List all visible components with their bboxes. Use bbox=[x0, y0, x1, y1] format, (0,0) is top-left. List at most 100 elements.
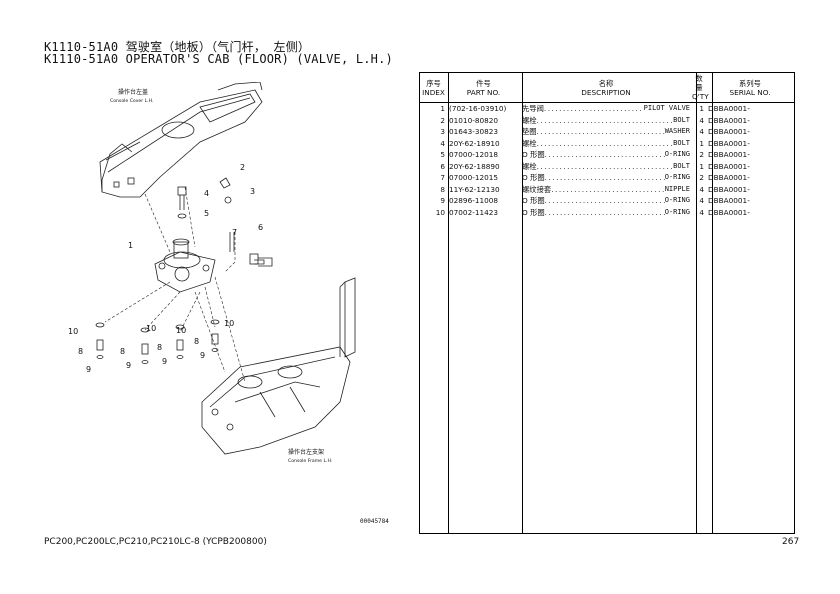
description-zh: O 形圈 bbox=[522, 196, 545, 205]
svg-text:1: 1 bbox=[128, 241, 133, 250]
cell-part-number: 20Y-62-18890 bbox=[449, 161, 500, 171]
cell-serial: DBBA0001- bbox=[708, 173, 750, 182]
svg-text:2: 2 bbox=[240, 163, 245, 172]
cell-part-number: 11Y-62-12130 bbox=[449, 184, 500, 194]
leader-dots: ........................................… bbox=[544, 207, 665, 217]
header-desc-en: DESCRIPTION bbox=[581, 87, 631, 97]
svg-text:8: 8 bbox=[194, 337, 199, 346]
cell-description: O 形圈....................................… bbox=[520, 207, 692, 219]
svg-text:7: 7 bbox=[232, 228, 237, 237]
table-row: 1(702-16-03910)先导阀......................… bbox=[420, 103, 794, 115]
leader-dots: ........................................… bbox=[536, 115, 674, 125]
leader-dots: ........................................… bbox=[544, 150, 665, 159]
table-row: 6 20Y-62-18890 螺栓.........................… bbox=[420, 161, 794, 173]
description-zh: 螺栓 bbox=[522, 115, 537, 125]
description-zh: 螺栓 bbox=[522, 161, 537, 171]
description-en: O-RING bbox=[664, 173, 690, 181]
svg-text:4: 4 bbox=[204, 189, 209, 198]
description-zh: O 形圈 bbox=[522, 150, 545, 159]
svg-text:Console Frame L.H.: Console Frame L.H. bbox=[288, 458, 332, 464]
cell-quantity: 1 bbox=[699, 138, 704, 148]
cell-description: O 形圈....................................… bbox=[520, 149, 692, 161]
svg-text:3: 3 bbox=[250, 187, 255, 196]
cell-description: O 形圈....................................… bbox=[520, 172, 692, 184]
page-title-chinese: K1110-51A0 驾驶室（地板）（气门杆， 左侧） bbox=[44, 40, 311, 54]
description-en: O-RING bbox=[664, 207, 690, 216]
svg-text:10: 10 bbox=[224, 319, 234, 328]
cell-part-number: 07000-12015 bbox=[449, 173, 499, 182]
table-row: 3 01643-30823 垫圈..........................… bbox=[420, 126, 794, 138]
description-en: NIPPLE bbox=[664, 184, 690, 193]
cell-description: 螺栓......................................… bbox=[520, 138, 692, 150]
cell-index: 8 bbox=[440, 184, 445, 194]
cell-serial: DBBA0001- bbox=[708, 196, 750, 205]
leader-dots: ........................................… bbox=[544, 196, 665, 205]
table-row: 5 07000-12018 O 形圈........................… bbox=[420, 149, 794, 161]
description-zh: 螺栓 bbox=[522, 138, 537, 148]
header-part-en: PART NO. bbox=[466, 87, 501, 97]
leader-dots: ........................................… bbox=[544, 173, 665, 182]
header-serial-en: SERIAL NO. bbox=[729, 87, 771, 97]
cell-serial: DBBA0001- bbox=[708, 184, 750, 194]
cell-index: 2 bbox=[440, 115, 445, 125]
cell-quantity: 2 bbox=[699, 150, 704, 159]
cell-part-number: 01010-80820 bbox=[449, 115, 499, 125]
cell-description: 垫圈......................................… bbox=[520, 126, 692, 138]
cell-part-number: 01643-30823 bbox=[449, 127, 499, 136]
leader-dots: ........................................… bbox=[543, 104, 644, 113]
pilot-valve-drawing bbox=[154, 238, 216, 293]
cell-index: 5 bbox=[440, 150, 445, 159]
cell-description: 螺栓......................................… bbox=[520, 115, 692, 127]
svg-text:10: 10 bbox=[146, 324, 156, 333]
svg-text:5: 5 bbox=[204, 209, 209, 218]
svg-text:9: 9 bbox=[200, 351, 205, 360]
cell-serial: DBBA0001- bbox=[708, 150, 750, 159]
svg-text:9: 9 bbox=[162, 357, 167, 366]
bolts-drawing bbox=[177, 177, 273, 267]
cell-part-number: 20Y-62-18910 bbox=[449, 138, 500, 148]
leader-dots: ........................................… bbox=[551, 184, 665, 194]
leader-dots: ........................................… bbox=[536, 161, 674, 171]
cell-description: 螺栓......................................… bbox=[520, 161, 692, 173]
cell-quantity: 1 bbox=[699, 161, 704, 171]
cell-quantity: 2 bbox=[699, 173, 704, 182]
cell-index: 3 bbox=[440, 127, 445, 136]
cell-index: 7 bbox=[440, 173, 445, 182]
page-title-english: K1110-51A0 OPERATOR'S CAB (FLOOR) (VALVE… bbox=[44, 52, 393, 66]
description-zh: 先导阀 bbox=[522, 104, 544, 113]
exploded-parts-diagram: 1 2 3 4 5 6 7 8 8 8 8 9 9 9 9 10 10 10 1… bbox=[68, 82, 356, 464]
cell-index: 1 bbox=[440, 104, 445, 113]
cell-quantity: 1 bbox=[699, 104, 704, 113]
header-part-zh: 件号 bbox=[476, 78, 491, 88]
description-zh: 垫圈 bbox=[522, 127, 537, 136]
svg-text:8: 8 bbox=[120, 347, 125, 356]
svg-text:Console Cover L.H.: Console Cover L.H. bbox=[110, 98, 153, 104]
cell-quantity: 4 bbox=[699, 196, 704, 205]
console-frame-drawing bbox=[201, 277, 356, 455]
cell-index: 6 bbox=[440, 161, 445, 171]
svg-text:操作台左盖: 操作台左盖 bbox=[118, 88, 148, 96]
header-index-en: INDEX bbox=[422, 87, 445, 97]
svg-text:操作台左支架: 操作台左支架 bbox=[288, 448, 324, 456]
description-en: O-RING bbox=[664, 150, 690, 158]
cell-part-number: 02896-11008 bbox=[449, 196, 499, 205]
table-row: 2 01010-80820 螺栓..........................… bbox=[420, 115, 794, 127]
cell-serial: DBBA0001- bbox=[708, 161, 750, 171]
cell-quantity: 4 bbox=[699, 207, 704, 217]
cell-part-number: 07000-12018 bbox=[449, 150, 499, 159]
header-desc-zh: 名称 bbox=[598, 78, 614, 88]
cell-index: 9 bbox=[440, 196, 445, 205]
description-zh: O 形圈 bbox=[522, 173, 545, 182]
cell-description: 先导阀.....................................… bbox=[520, 103, 692, 115]
svg-text:8: 8 bbox=[157, 343, 162, 352]
page-number: 267 bbox=[782, 537, 800, 547]
cell-quantity: 4 bbox=[699, 184, 704, 194]
cell-description: O 形圈....................................… bbox=[520, 195, 692, 207]
nipples-drawing bbox=[95, 319, 220, 364]
svg-text:9: 9 bbox=[126, 361, 131, 370]
svg-text:10: 10 bbox=[176, 326, 186, 335]
